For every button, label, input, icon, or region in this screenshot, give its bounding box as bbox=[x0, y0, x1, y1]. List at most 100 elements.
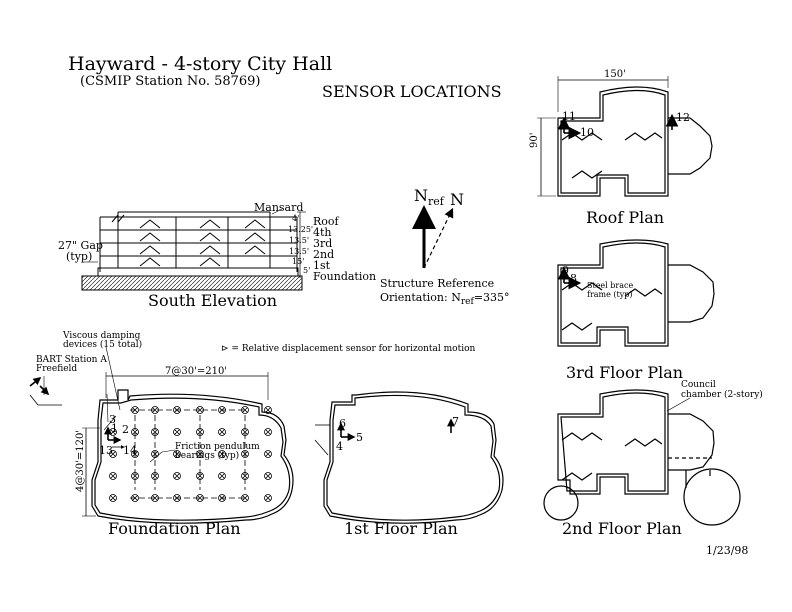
bearing-cross bbox=[219, 429, 225, 435]
sensor-12: 12 bbox=[676, 111, 690, 124]
bearing-symbol bbox=[196, 450, 204, 458]
north-label: N bbox=[450, 190, 464, 209]
sensor-2: 2 bbox=[122, 423, 129, 436]
bearing-cross bbox=[219, 451, 225, 457]
level-foundation: Foundation bbox=[313, 270, 377, 283]
first-floor-plan-drawing bbox=[314, 391, 504, 524]
bearing-symbol bbox=[131, 450, 139, 458]
bearing-symbol bbox=[218, 428, 226, 436]
bearing-cross bbox=[242, 495, 248, 501]
roof-plan-drawing bbox=[537, 76, 713, 197]
bearing-symbol bbox=[173, 428, 181, 436]
displacement-sensor-icon: ⊳ bbox=[221, 344, 229, 354]
bearing-symbol bbox=[109, 450, 117, 458]
friction-pendulum-line1: Friction pendulum bbox=[175, 442, 260, 452]
viscous-damping-line1: Viscous damping bbox=[63, 331, 141, 341]
bearing-cross bbox=[132, 429, 138, 435]
foundation-plan-label: Foundation Plan bbox=[108, 519, 241, 538]
bearing-cross bbox=[242, 429, 248, 435]
height-foundation: 5' bbox=[303, 266, 311, 275]
height-1st: 15' bbox=[292, 257, 305, 266]
height-4th: 13.25' bbox=[288, 225, 314, 234]
sensor-8: 8 bbox=[570, 272, 577, 285]
third-floor-plan-drawing bbox=[557, 239, 715, 347]
mansard-label: Mansard bbox=[254, 201, 304, 214]
gap-typ-label: (typ) bbox=[66, 250, 93, 263]
level-1st: 1st bbox=[313, 259, 331, 272]
bearing-cross bbox=[197, 495, 203, 501]
bearing-cross bbox=[152, 495, 158, 501]
bearing-cross bbox=[152, 473, 158, 479]
bearing-cross bbox=[110, 451, 116, 457]
first-floor-plan-label: 1st Floor Plan bbox=[344, 519, 458, 538]
station-number: (CSMIP Station No. 58769) bbox=[80, 74, 261, 89]
bearing-cross bbox=[265, 495, 271, 501]
roof-height-dimension: 90' bbox=[529, 132, 540, 148]
height-2nd: 13.5' bbox=[289, 247, 310, 256]
roof-plan-label: Roof Plan bbox=[586, 208, 665, 227]
bearing-cross bbox=[174, 473, 180, 479]
friction-pendulum-line2: bearings (typ) bbox=[175, 451, 240, 461]
sensor-7: 7 bbox=[452, 415, 459, 428]
second-floor-plan-label: 2nd Floor Plan bbox=[562, 519, 682, 538]
bearing-symbol bbox=[264, 428, 272, 436]
sensor-1: 1 bbox=[111, 422, 118, 435]
bearing-cross bbox=[197, 473, 203, 479]
bearing-symbol bbox=[109, 472, 117, 480]
bearing-symbol bbox=[264, 494, 272, 502]
sensor-14: 14 bbox=[123, 444, 137, 457]
bearing-symbol bbox=[264, 450, 272, 458]
bearing-cross bbox=[197, 407, 203, 413]
foundation-sensor-arrows bbox=[29, 377, 125, 449]
orientation-caption-line1: Structure Reference bbox=[380, 277, 495, 290]
sensor-10: 10 bbox=[580, 126, 594, 139]
sensor-3: 3 bbox=[109, 413, 116, 426]
south-elevation-drawing bbox=[81, 208, 306, 291]
sensor-9: 9 bbox=[562, 264, 569, 277]
third-floor-sensor-arrows bbox=[557, 266, 582, 290]
roof-width-dimension: 150' bbox=[604, 69, 626, 80]
legend: ⊳ = Relative displacement sensor for hor… bbox=[221, 345, 475, 354]
page-title: Hayward - 4-story City Hall bbox=[68, 53, 333, 75]
gap-label: 27" Gap bbox=[58, 239, 103, 252]
bearing-symbol bbox=[218, 472, 226, 480]
foundation-width-dimension: 7@30'=210' bbox=[165, 366, 228, 377]
orientation-arrows bbox=[412, 205, 454, 269]
bearing-symbol bbox=[173, 472, 181, 480]
bearing-cross bbox=[219, 473, 225, 479]
orientation-caption-line2: Orientation: Nref=335° bbox=[380, 291, 510, 308]
bearing-cross bbox=[265, 473, 271, 479]
bearing-symbol bbox=[173, 450, 181, 458]
legend-text: = Relative displacement sensor for horiz… bbox=[231, 344, 476, 354]
height-3rd: 13.5' bbox=[289, 236, 310, 245]
bearing-cross bbox=[110, 473, 116, 479]
south-elevation-label: South Elevation bbox=[148, 291, 278, 310]
bart-station-line1: BART Station A bbox=[36, 355, 107, 365]
bearing-cross bbox=[197, 429, 203, 435]
council-chamber-note-line1: Council bbox=[681, 380, 716, 390]
bearing-cross bbox=[242, 473, 248, 479]
bearing-cross bbox=[152, 407, 158, 413]
sensor-locations-heading: SENSOR LOCATIONS bbox=[322, 82, 502, 101]
sensor-11: 11 bbox=[562, 110, 576, 123]
council-chamber-note-line2: chamber (2-story) bbox=[681, 390, 763, 400]
sensor-6: 6 bbox=[339, 417, 346, 430]
bearing-cross bbox=[265, 429, 271, 435]
bearing-cross bbox=[265, 451, 271, 457]
nref-label: Nref bbox=[414, 186, 444, 209]
sensor-13: 13 bbox=[99, 444, 113, 457]
bearing-cross bbox=[265, 407, 271, 413]
viscous-damping-line2: devices (15 total) bbox=[63, 340, 143, 350]
bearing-cross bbox=[174, 429, 180, 435]
level-roof: Roof bbox=[313, 215, 339, 228]
roof-sensor-arrows bbox=[557, 113, 679, 140]
height-roof: 4' bbox=[292, 214, 300, 223]
bart-station-line2: Freefield bbox=[36, 364, 78, 374]
bearing-symbol bbox=[218, 450, 226, 458]
bearing-cross bbox=[132, 473, 138, 479]
bearing-cross bbox=[152, 429, 158, 435]
steel-brace-note-line1: Steel brace bbox=[587, 281, 634, 290]
drawing-date: 1/23/98 bbox=[706, 544, 749, 557]
foundation-damper-lines bbox=[105, 346, 246, 499]
